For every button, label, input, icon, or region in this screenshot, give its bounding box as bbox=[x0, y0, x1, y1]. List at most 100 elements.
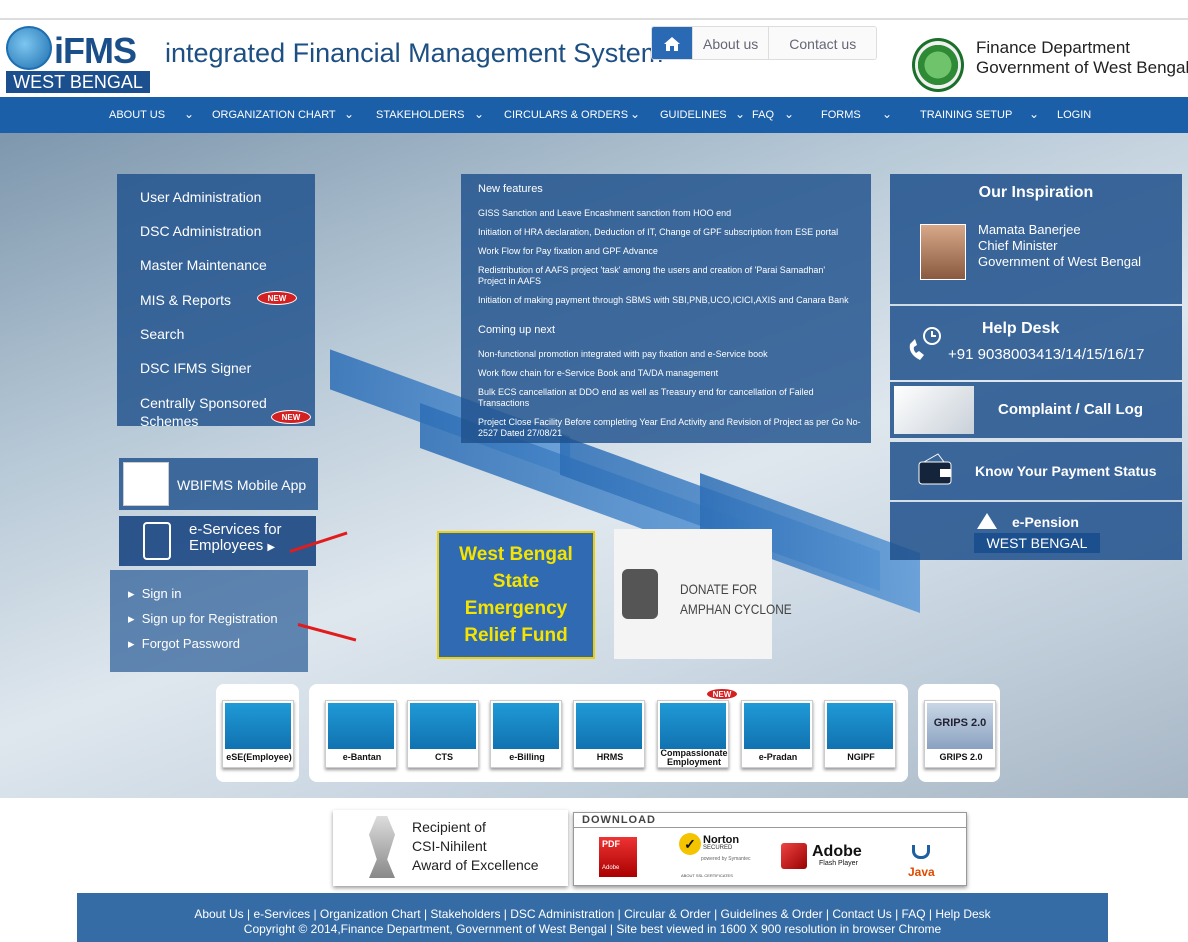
tile-label: e-Bantan bbox=[342, 752, 382, 762]
nav-about-us[interactable]: ABOUT US bbox=[109, 109, 166, 121]
news-item[interactable]: Project Close Facility Before completing… bbox=[478, 417, 861, 438]
relief-fund-banner[interactable]: West Bengal State Emergency Relief Fund bbox=[437, 531, 595, 659]
eservices-line-2: Employees ▶ bbox=[189, 537, 276, 554]
payment-status-button[interactable]: Know Your Payment Status bbox=[890, 442, 1182, 500]
flash-player-icon[interactable] bbox=[781, 843, 807, 869]
donate-amphan-banner[interactable]: DONATE FOR AMPHAN CYCLONE bbox=[614, 529, 792, 659]
eservices-line-1: e-Services for bbox=[189, 521, 282, 538]
menu-user-administration[interactable]: User Administration bbox=[140, 189, 262, 205]
news-item[interactable]: Redistribution of AAFS project 'task' am… bbox=[478, 265, 826, 286]
grips-logo-icon: GRIPS 2.0 bbox=[927, 703, 993, 749]
chevron-down-icon[interactable]: ⌄ bbox=[1029, 107, 1040, 121]
sign-up-link[interactable]: ▸ Sign up for Registration bbox=[128, 611, 278, 626]
nav-stakeholders[interactable]: STAKEHOLDERS bbox=[376, 109, 465, 121]
menu-mis-reports[interactable]: MIS & Reports bbox=[140, 292, 232, 308]
sign-in-link[interactable]: ▸ Sign in bbox=[128, 586, 182, 601]
news-item[interactable]: GISS Sanction and Leave Encashment sanct… bbox=[478, 208, 732, 218]
tile-label: HRMS bbox=[596, 752, 624, 762]
ifms-logo[interactable]: iFMS WEST BENGAL bbox=[6, 26, 150, 93]
news-item[interactable]: Initiation of making payment through SBM… bbox=[478, 295, 849, 305]
java-icon[interactable] bbox=[908, 831, 934, 865]
nav-training-setup[interactable]: TRAINING SETUP bbox=[920, 109, 1013, 121]
menu-master-maintenance[interactable]: Master Maintenance bbox=[140, 257, 267, 273]
home-icon bbox=[664, 37, 680, 51]
relief-line-4: Relief Fund bbox=[464, 625, 568, 646]
news-item[interactable]: Initiation of HRA declaration, Deduction… bbox=[478, 227, 839, 237]
menu-centrally-sponsored-schemes[interactable]: Centrally Sponsored Schemes bbox=[140, 395, 267, 429]
cm-government: Government of West Bengal bbox=[978, 254, 1142, 269]
chevron-down-icon[interactable]: ⌄ bbox=[735, 107, 746, 121]
nav-organization-chart[interactable]: ORGANIZATION CHART bbox=[212, 109, 336, 121]
award-line-3: Award of Excellence bbox=[412, 857, 539, 873]
e-pradan-tile[interactable]: e-Pradan bbox=[741, 700, 813, 768]
main-navigation: ABOUT US ⌄ ORGANIZATION CHART ⌄ STAKEHOL… bbox=[0, 97, 1188, 133]
award-line-2: CSI-Nihilent bbox=[412, 838, 487, 854]
donation-hand-icon bbox=[622, 569, 658, 619]
contact-us-link[interactable]: Contact us bbox=[768, 27, 877, 59]
left-menu-panel: User Administration DSC Administration M… bbox=[117, 174, 315, 429]
norton-label: Norton bbox=[703, 834, 740, 846]
complaint-button[interactable]: Complaint / Call Log bbox=[890, 382, 1182, 438]
menu-dsc-ifms-signer[interactable]: DSC IFMS Signer bbox=[140, 360, 252, 376]
globe-icon bbox=[6, 26, 52, 70]
norton-secured-icon[interactable]: ✓ Norton SECURED powered by Symantec ABO… bbox=[679, 833, 750, 881]
compassionate-employment-tile[interactable]: Compassionate Employment bbox=[657, 700, 729, 768]
tile-label: CTS bbox=[435, 752, 453, 762]
chevron-down-icon[interactable]: ⌄ bbox=[474, 107, 485, 121]
grips-tile[interactable]: GRIPS 2.0 GRIPS 2.0 bbox=[924, 700, 996, 768]
new-badge: NEW bbox=[706, 688, 738, 700]
about-us-link[interactable]: About us bbox=[692, 27, 769, 59]
news-item[interactable]: Work flow chain for e-Service Book and T… bbox=[478, 368, 719, 378]
e-billing-tile[interactable]: e-Billing bbox=[490, 700, 562, 768]
nav-forms[interactable]: FORMS bbox=[821, 109, 861, 121]
help-desk-panel[interactable]: Help Desk +91 9038003413/14/15/16/17 bbox=[890, 306, 1182, 380]
chevron-down-icon[interactable]: ⌄ bbox=[344, 107, 355, 121]
tile-label: e-Pradan bbox=[758, 752, 798, 762]
epension-button[interactable]: e-Pension WEST BENGAL bbox=[890, 502, 1182, 560]
e-bantan-tile[interactable]: e-Bantan bbox=[325, 700, 397, 768]
chevron-down-icon[interactable]: ⌄ bbox=[630, 107, 641, 121]
nav-guidelines[interactable]: GUIDELINES bbox=[660, 109, 727, 121]
ngipf-tile[interactable]: NGIPF bbox=[824, 700, 896, 768]
footer-links[interactable]: About Us | e-Services | Organization Cha… bbox=[194, 907, 991, 921]
pdf-label: PDF bbox=[602, 839, 620, 849]
download-box: DOWNLOAD PDF Adobe ✓ Norton SECURED powe… bbox=[573, 812, 967, 886]
tile-label: e-Billing bbox=[509, 752, 545, 762]
eservices-button[interactable]: e-Services for Employees ▶ bbox=[119, 516, 316, 566]
menu-search[interactable]: Search bbox=[140, 326, 185, 342]
award-box: Recipient of CSI-Nihilent Award of Excel… bbox=[333, 810, 568, 886]
mobile-app-label: WBIFMS Mobile App bbox=[177, 477, 307, 493]
cts-tile[interactable]: CTS bbox=[407, 700, 479, 768]
adobe-label: Adobe bbox=[812, 843, 862, 860]
norton-sub-label: SECURED bbox=[703, 845, 733, 851]
mobile-app-button[interactable]: WBIFMS Mobile App bbox=[119, 458, 318, 510]
award-line-1: Recipient of bbox=[412, 819, 486, 835]
news-item[interactable]: Work Flow for Pay fixation and GPF Advan… bbox=[478, 246, 658, 256]
home-button[interactable] bbox=[652, 27, 692, 59]
nav-login[interactable]: LOGIN bbox=[1057, 109, 1092, 121]
top-links: About us Contact us bbox=[651, 26, 878, 60]
new-badge: NEW bbox=[257, 291, 297, 305]
java-label: Java bbox=[908, 865, 935, 879]
nav-circulars-orders[interactable]: CIRCULARS & ORDERS bbox=[504, 109, 629, 121]
relief-line-1: West Bengal bbox=[459, 544, 573, 565]
hrms-icon bbox=[576, 703, 642, 749]
chevron-down-icon[interactable]: ⌄ bbox=[882, 107, 893, 121]
logo-text: iFMS bbox=[54, 30, 137, 71]
login-links-panel: ▸ Sign in ▸ Sign up for Registration ▸ F… bbox=[110, 570, 308, 672]
forgot-password-link[interactable]: ▸ Forgot Password bbox=[128, 636, 241, 651]
pdf-icon[interactable]: PDF Adobe bbox=[599, 837, 637, 877]
news-item[interactable]: Bulk ECS cancellation at DDO end as well… bbox=[478, 387, 814, 408]
menu-dsc-administration[interactable]: DSC Administration bbox=[140, 223, 262, 239]
hero-banner: User Administration DSC Administration M… bbox=[0, 133, 1188, 798]
flash-label: Flash Player bbox=[819, 860, 858, 867]
chevron-down-icon[interactable]: ⌄ bbox=[784, 107, 795, 121]
hrms-tile[interactable]: HRMS bbox=[573, 700, 645, 768]
nav-faq[interactable]: FAQ bbox=[752, 109, 775, 121]
new-features-heading: New features bbox=[478, 183, 543, 195]
ese-employee-tile[interactable]: eSE(Employee) bbox=[222, 700, 294, 768]
cm-name: Mamata Banerjee bbox=[978, 222, 1081, 237]
epension-title: e-Pension bbox=[1012, 514, 1079, 530]
chevron-down-icon[interactable]: ⌄ bbox=[184, 107, 195, 121]
news-item[interactable]: Non-functional promotion integrated with… bbox=[478, 349, 768, 359]
